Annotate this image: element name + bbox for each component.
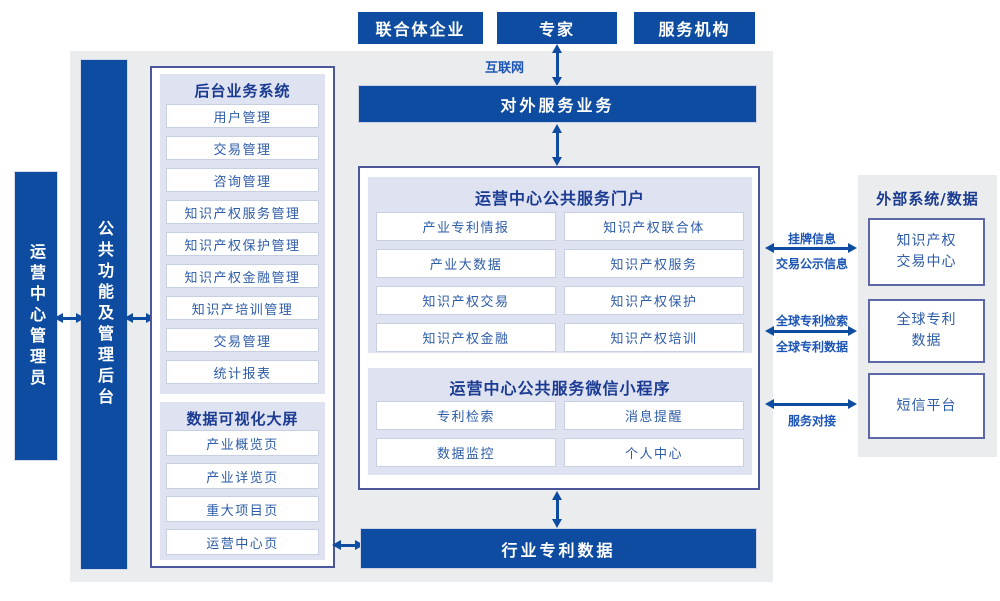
portal-item: 知识产权保护 — [564, 286, 744, 315]
backend-item: 交易管理 — [166, 136, 319, 160]
arrow-backend-container-icon — [124, 313, 155, 323]
backend-item: 知识产权金融管理 — [166, 264, 319, 288]
portal-item: 知识产权联合体 — [564, 212, 744, 241]
miniprogram-items: 专利检索 消息提醒 数据监控 个人中心 — [376, 401, 752, 467]
miniprogram-title: 运营中心公共服务微信小程序 — [449, 379, 671, 398]
backend-item: 知识产培训管理 — [166, 296, 319, 320]
backend-system-items: 用户管理 交易管理 咨询管理 知识产权服务管理 知识产权保护管理 知识产权金融管… — [166, 104, 319, 384]
miniprogram-item: 数据监控 — [376, 438, 556, 467]
dashboard-items: 产业概览页 产业详览页 重大项目页 运营中心页 — [166, 430, 319, 555]
external-system-sms-platform: 短信平台 — [868, 373, 985, 439]
portal-item: 知识产权服务 — [564, 249, 744, 278]
global-patent-data-label: 全球专利数据 — [775, 340, 848, 354]
portal-item: 知识产权培训 — [564, 323, 744, 352]
dashboard-item: 运营中心页 — [166, 529, 319, 555]
external-system-global-patent: 全球专利 数据 — [868, 299, 985, 363]
actor-expert: 专家 — [497, 12, 617, 44]
arrow-service-portal-icon — [552, 124, 562, 166]
portal-title: 运营中心公共服务门户 — [474, 189, 645, 208]
backend-item: 用户管理 — [166, 104, 319, 128]
arrow-container-industry-icon — [332, 540, 364, 550]
dashboard-item: 重大项目页 — [166, 496, 319, 522]
industry-patent-data-bar: 行业专利数据 — [360, 528, 757, 569]
dashboard-item: 产业详览页 — [166, 463, 319, 489]
service-link-label: 服务对接 — [787, 414, 836, 428]
portal-item: 产业专利情报 — [376, 212, 556, 241]
arrow-global-patent-icon — [765, 326, 857, 336]
miniprogram-item: 消息提醒 — [564, 401, 744, 430]
backend-item: 咨询管理 — [166, 168, 319, 192]
dashboard-box: 数据可视化大屏 产业概览页 产业详览页 重大项目页 运营中心页 — [160, 402, 325, 560]
internet-label: 互联网 — [484, 61, 524, 76]
global-patent-search-label: 全球专利检索 — [775, 314, 848, 328]
dashboard-title: 数据可视化大屏 — [186, 410, 299, 428]
external-panel-title: 外部系统/数据 — [876, 190, 979, 208]
backend-vertical-bar: 公共功能及管理后台 — [80, 59, 128, 570]
arrow-center-industry-icon — [552, 491, 562, 528]
backend-item: 知识产权保护管理 — [166, 232, 319, 256]
arrow-admin-backend-icon — [54, 313, 85, 323]
center-container: 运营中心公共服务门户 产业专利情报 知识产权联合体 产业大数据 知识产权服务 知… — [358, 166, 760, 490]
portal-box: 运营中心公共服务门户 产业专利情报 知识产权联合体 产业大数据 知识产权服务 知… — [368, 177, 752, 353]
actor-consortium-enterprise: 联合体企业 — [358, 12, 483, 44]
external-service-bar: 对外服务业务 — [358, 85, 757, 123]
actor-service-organization: 服务机构 — [634, 12, 755, 44]
miniprogram-item: 个人中心 — [564, 438, 744, 467]
left-container: 后台业务系统 用户管理 交易管理 咨询管理 知识产权服务管理 知识产权保护管理 … — [150, 66, 335, 568]
backend-system-box: 后台业务系统 用户管理 交易管理 咨询管理 知识产权服务管理 知识产权保护管理 … — [160, 74, 325, 394]
arrow-service-link-icon — [765, 399, 857, 409]
admin-vertical-bar: 运营中心管理员 — [14, 171, 58, 461]
backend-item: 知识产权服务管理 — [166, 200, 319, 224]
transaction-publicity-label: 交易公示信息 — [775, 257, 848, 271]
miniprogram-item: 专利检索 — [376, 401, 556, 430]
portal-items: 产业专利情报 知识产权联合体 产业大数据 知识产权服务 知识产权交易 知识产权保… — [376, 212, 752, 352]
miniprogram-box: 运营中心公共服务微信小程序 专利检索 消息提醒 数据监控 个人中心 — [368, 368, 752, 475]
dashboard-item: 产业概览页 — [166, 430, 319, 456]
backend-system-title: 后台业务系统 — [194, 82, 291, 100]
arrow-internet-icon — [552, 44, 562, 86]
external-system-ip-exchange: 知识产权 交易中心 — [868, 218, 985, 286]
arrow-listing-info-icon — [765, 243, 857, 253]
backend-item: 统计报表 — [166, 360, 319, 384]
backend-item: 交易管理 — [166, 328, 319, 352]
portal-item: 知识产权交易 — [376, 286, 556, 315]
portal-item: 知识产权金融 — [376, 323, 556, 352]
listing-info-label: 挂牌信息 — [787, 232, 836, 246]
portal-item: 产业大数据 — [376, 249, 556, 278]
